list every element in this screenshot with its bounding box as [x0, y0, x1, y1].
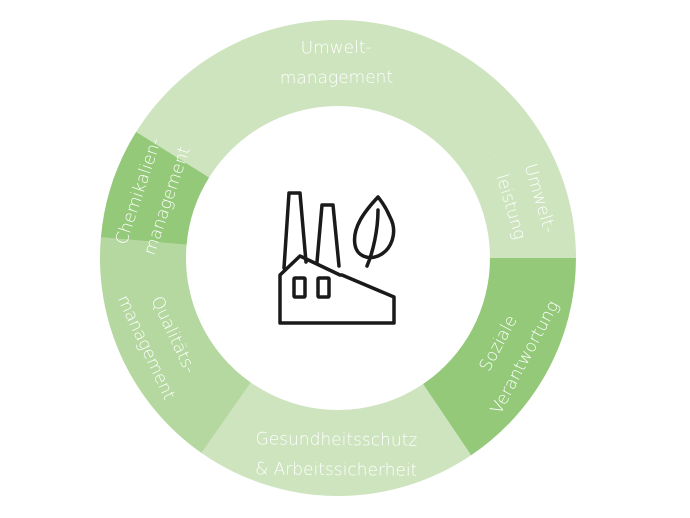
segment-umweltleistung: [465, 128, 576, 258]
segment-gesundheitsschutz-arbeitssicherheit: [201, 382, 472, 496]
segment-qualitaetsmanagement: [99, 237, 251, 453]
label-gesundheitsschutz-arbeitssicherheit: Gesundheitsschutz & Arbeitssicherheit: [255, 429, 418, 480]
segment-soziale-verantwortung: [422, 258, 576, 456]
wheel-segments: [99, 19, 576, 496]
factory-leaf-icon: [278, 191, 396, 325]
label-umweltmanagement: Umwelt-management: [279, 38, 393, 89]
label-line: & Arbeitssicherheit: [255, 459, 417, 480]
segment-chemikalienmanagement: [100, 131, 210, 245]
label-line: management: [280, 68, 393, 89]
segment-umweltmanagement: [136, 19, 538, 178]
label-line: Gesundheitsschutz: [255, 429, 417, 450]
label-line: Umwelt-: [301, 38, 372, 59]
